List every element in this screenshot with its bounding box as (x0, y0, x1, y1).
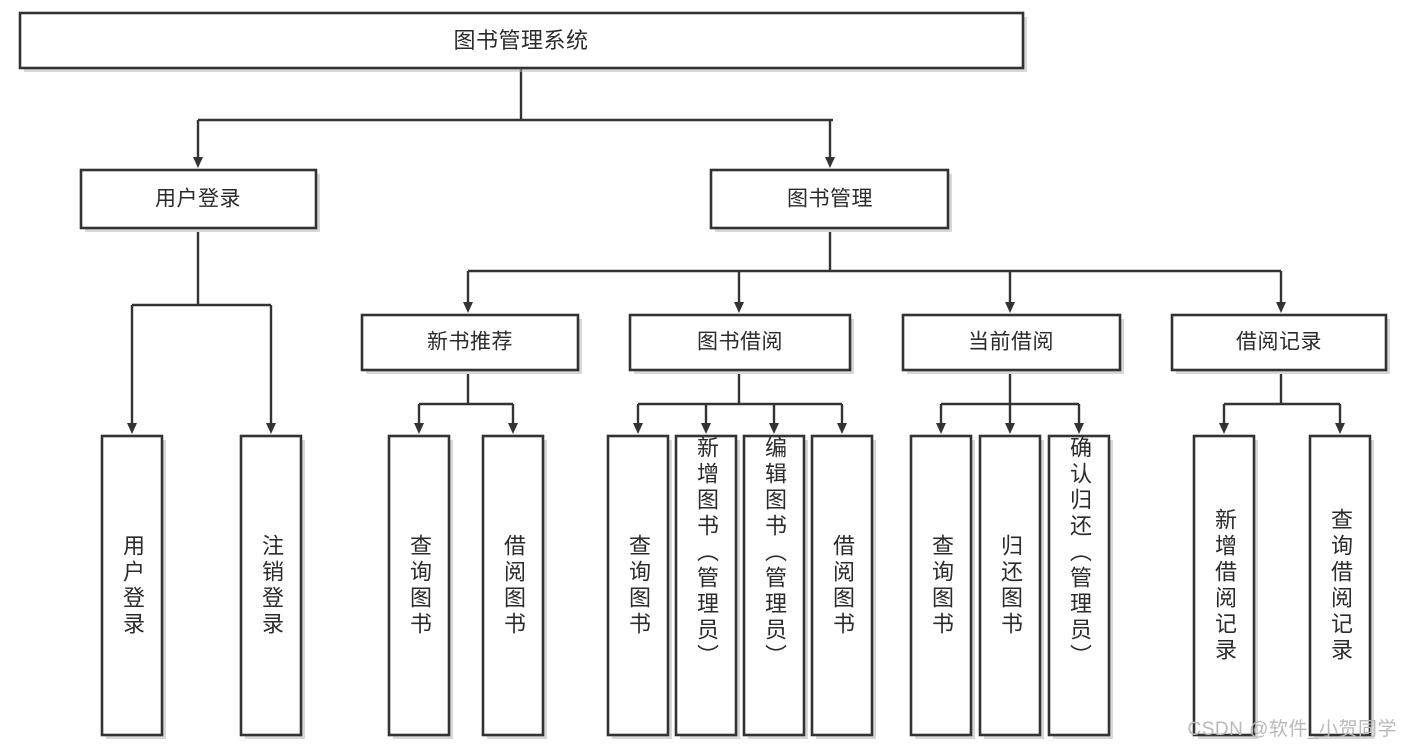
leaf-box-add-borrow-record[interactable] (1192, 434, 1256, 737)
leaf-box-query-book-current[interactable] (909, 434, 973, 737)
node-user-login-box[interactable] (79, 168, 318, 230)
node-borrow-record-label: 借阅记录 (1236, 331, 1322, 354)
node-new-book-box[interactable] (360, 313, 580, 372)
leaf-box-user-login[interactable] (100, 434, 164, 737)
node-current-borrow-label: 当前借阅 (968, 331, 1054, 354)
leaf-box-query-book-newbook[interactable] (387, 434, 451, 737)
watermark-text: CSDN @软件_小贺同学 (1187, 719, 1397, 740)
node-book-management-label: 图书管理 (787, 188, 873, 211)
leaf-box-add-book[interactable] (674, 434, 738, 737)
leaf-box-return-book[interactable] (978, 434, 1042, 737)
connector-userlogin-to-leaves (127, 232, 276, 434)
node-current-borrow-box[interactable] (901, 313, 1122, 372)
leaf-box-confirm-return[interactable] (1047, 434, 1111, 737)
leaf-box-query-borrow-record[interactable] (1308, 434, 1372, 737)
connector-bookborrow-to-leaves (633, 374, 847, 434)
connector-borrowrecord-to-leaves (1219, 374, 1345, 434)
connector-root-to-level2 (193, 68, 835, 168)
leaf-box-borrow-book-newbook[interactable] (481, 434, 545, 737)
node-new-book-label: 新书推荐 (427, 331, 513, 354)
node-book-borrow-box[interactable] (628, 313, 852, 372)
node-book-management-box[interactable] (709, 168, 950, 230)
node-root-box[interactable] (18, 11, 1025, 70)
leaf-box-borrow-book-borrow[interactable] (810, 434, 874, 737)
node-borrow-record-box[interactable] (1170, 313, 1388, 372)
node-root-label: 图书管理系统 (453, 28, 588, 53)
node-book-borrow-label: 图书借阅 (697, 331, 783, 354)
connector-currentborrow-to-leaves (936, 374, 1084, 434)
leaf-box-query-book-borrow[interactable] (606, 434, 670, 737)
connector-bookmgmt-to-level3 (463, 232, 1286, 313)
connector-newbook-to-leaves (414, 374, 518, 434)
leaf-box-logout[interactable] (239, 434, 303, 737)
leaf-box-edit-book[interactable] (742, 434, 806, 737)
node-user-login-label: 用户登录 (155, 188, 241, 211)
